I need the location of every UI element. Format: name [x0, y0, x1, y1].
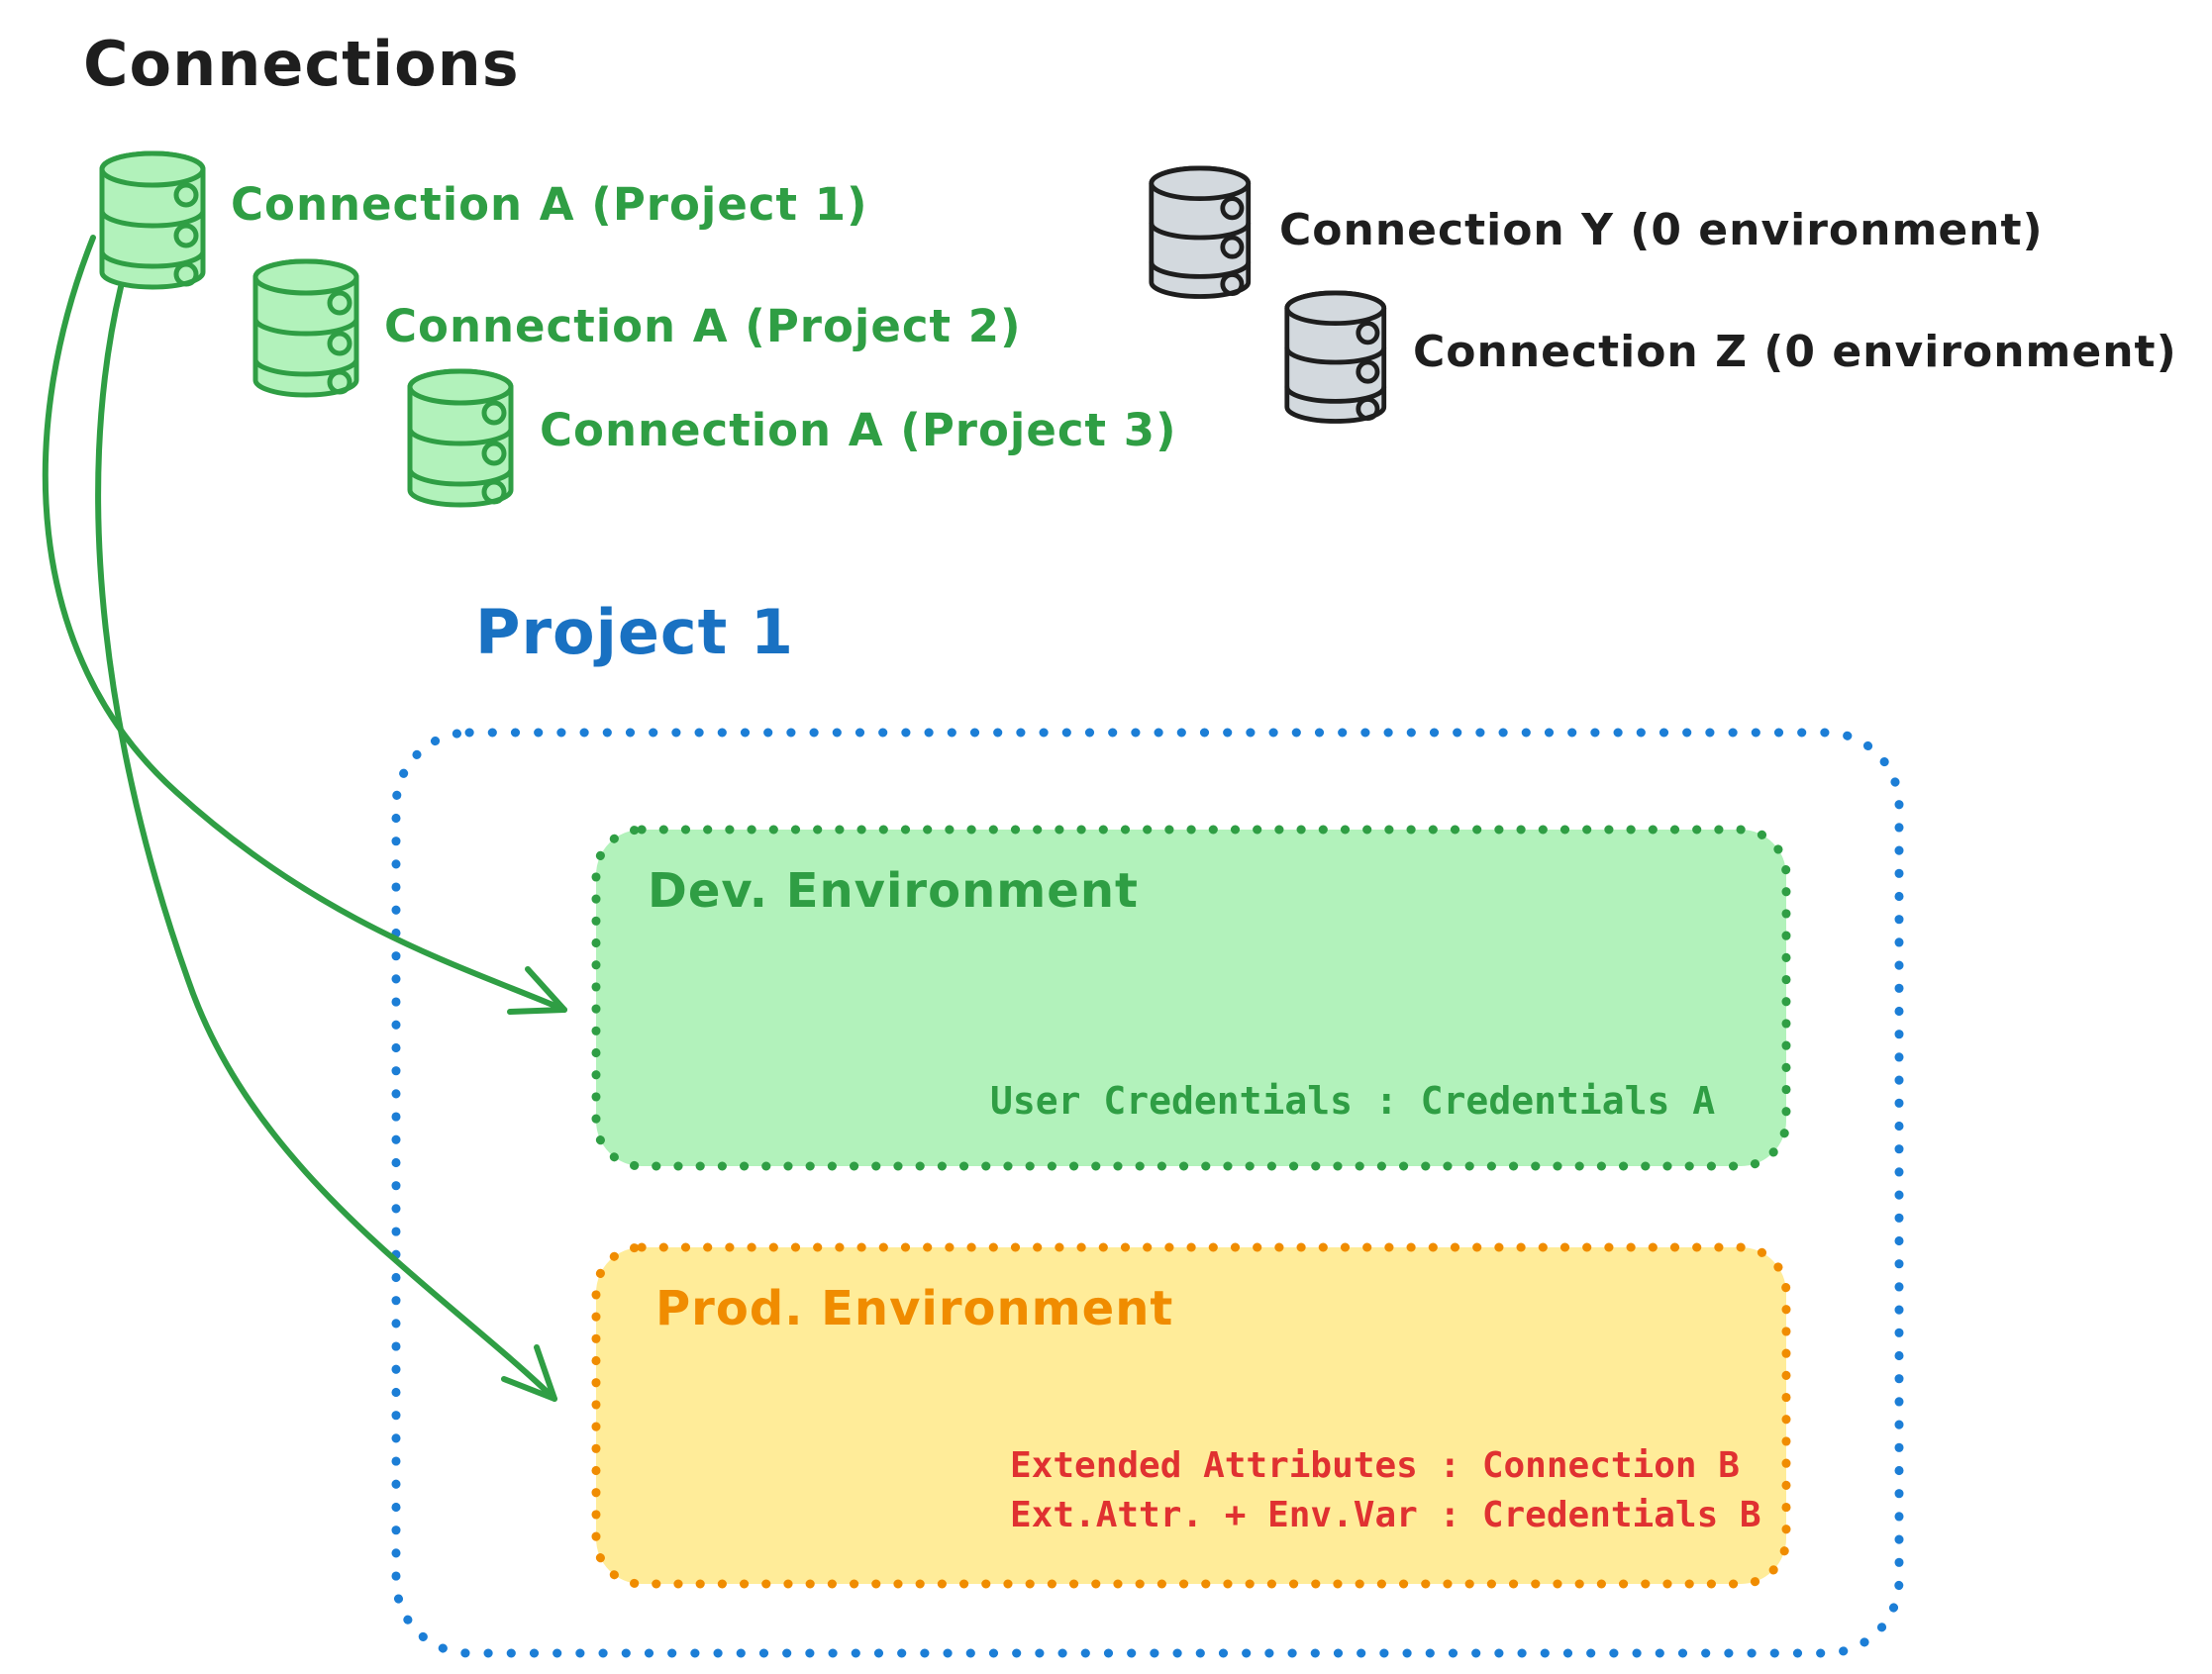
database-icon-connection-a-project-2 [255, 261, 356, 395]
database-icon-connection-y [1151, 167, 1249, 297]
diagram-title: Connections [83, 28, 520, 100]
label-connection-a-project-2: Connection A (Project 2) [384, 300, 1022, 352]
prod-environment-box [591, 1242, 1791, 1589]
prod-mapping-line-2: Ext.Attr. + Env.Var : Credentials B [1010, 1495, 1761, 1535]
dev-environment-box [591, 825, 1791, 1171]
label-connection-z: Connection Z (0 environment) [1413, 327, 2177, 377]
label-connection-y: Connection Y (0 environment) [1279, 205, 2044, 255]
arrow-connection-a-to-prod [95, 284, 557, 1402]
label-connection-a-project-3: Connection A (Project 3) [540, 404, 1177, 456]
database-icon-connection-z [1286, 292, 1384, 422]
dev-credentials-mapping: User Credentials : Credentials A [990, 1079, 1716, 1123]
dev-environment-title: Dev. Environment [648, 863, 1139, 919]
project-1-title: Project 1 [475, 596, 795, 668]
label-connection-a-project-1: Connection A (Project 1) [231, 178, 868, 231]
prod-environment-title: Prod. Environment [655, 1281, 1174, 1336]
prod-mapping-line-1: Extended Attributes : Connection B [1010, 1445, 1740, 1486]
prod-credentials-mapping: Extended Attributes : Connection B Ext.A… [1010, 1441, 1761, 1540]
project-1-box [391, 728, 1904, 1658]
database-icon-connection-a-project-3 [410, 371, 511, 505]
database-icon-connection-a-project-1 [102, 153, 203, 287]
arrow-connection-a-to-dev [42, 235, 567, 1015]
